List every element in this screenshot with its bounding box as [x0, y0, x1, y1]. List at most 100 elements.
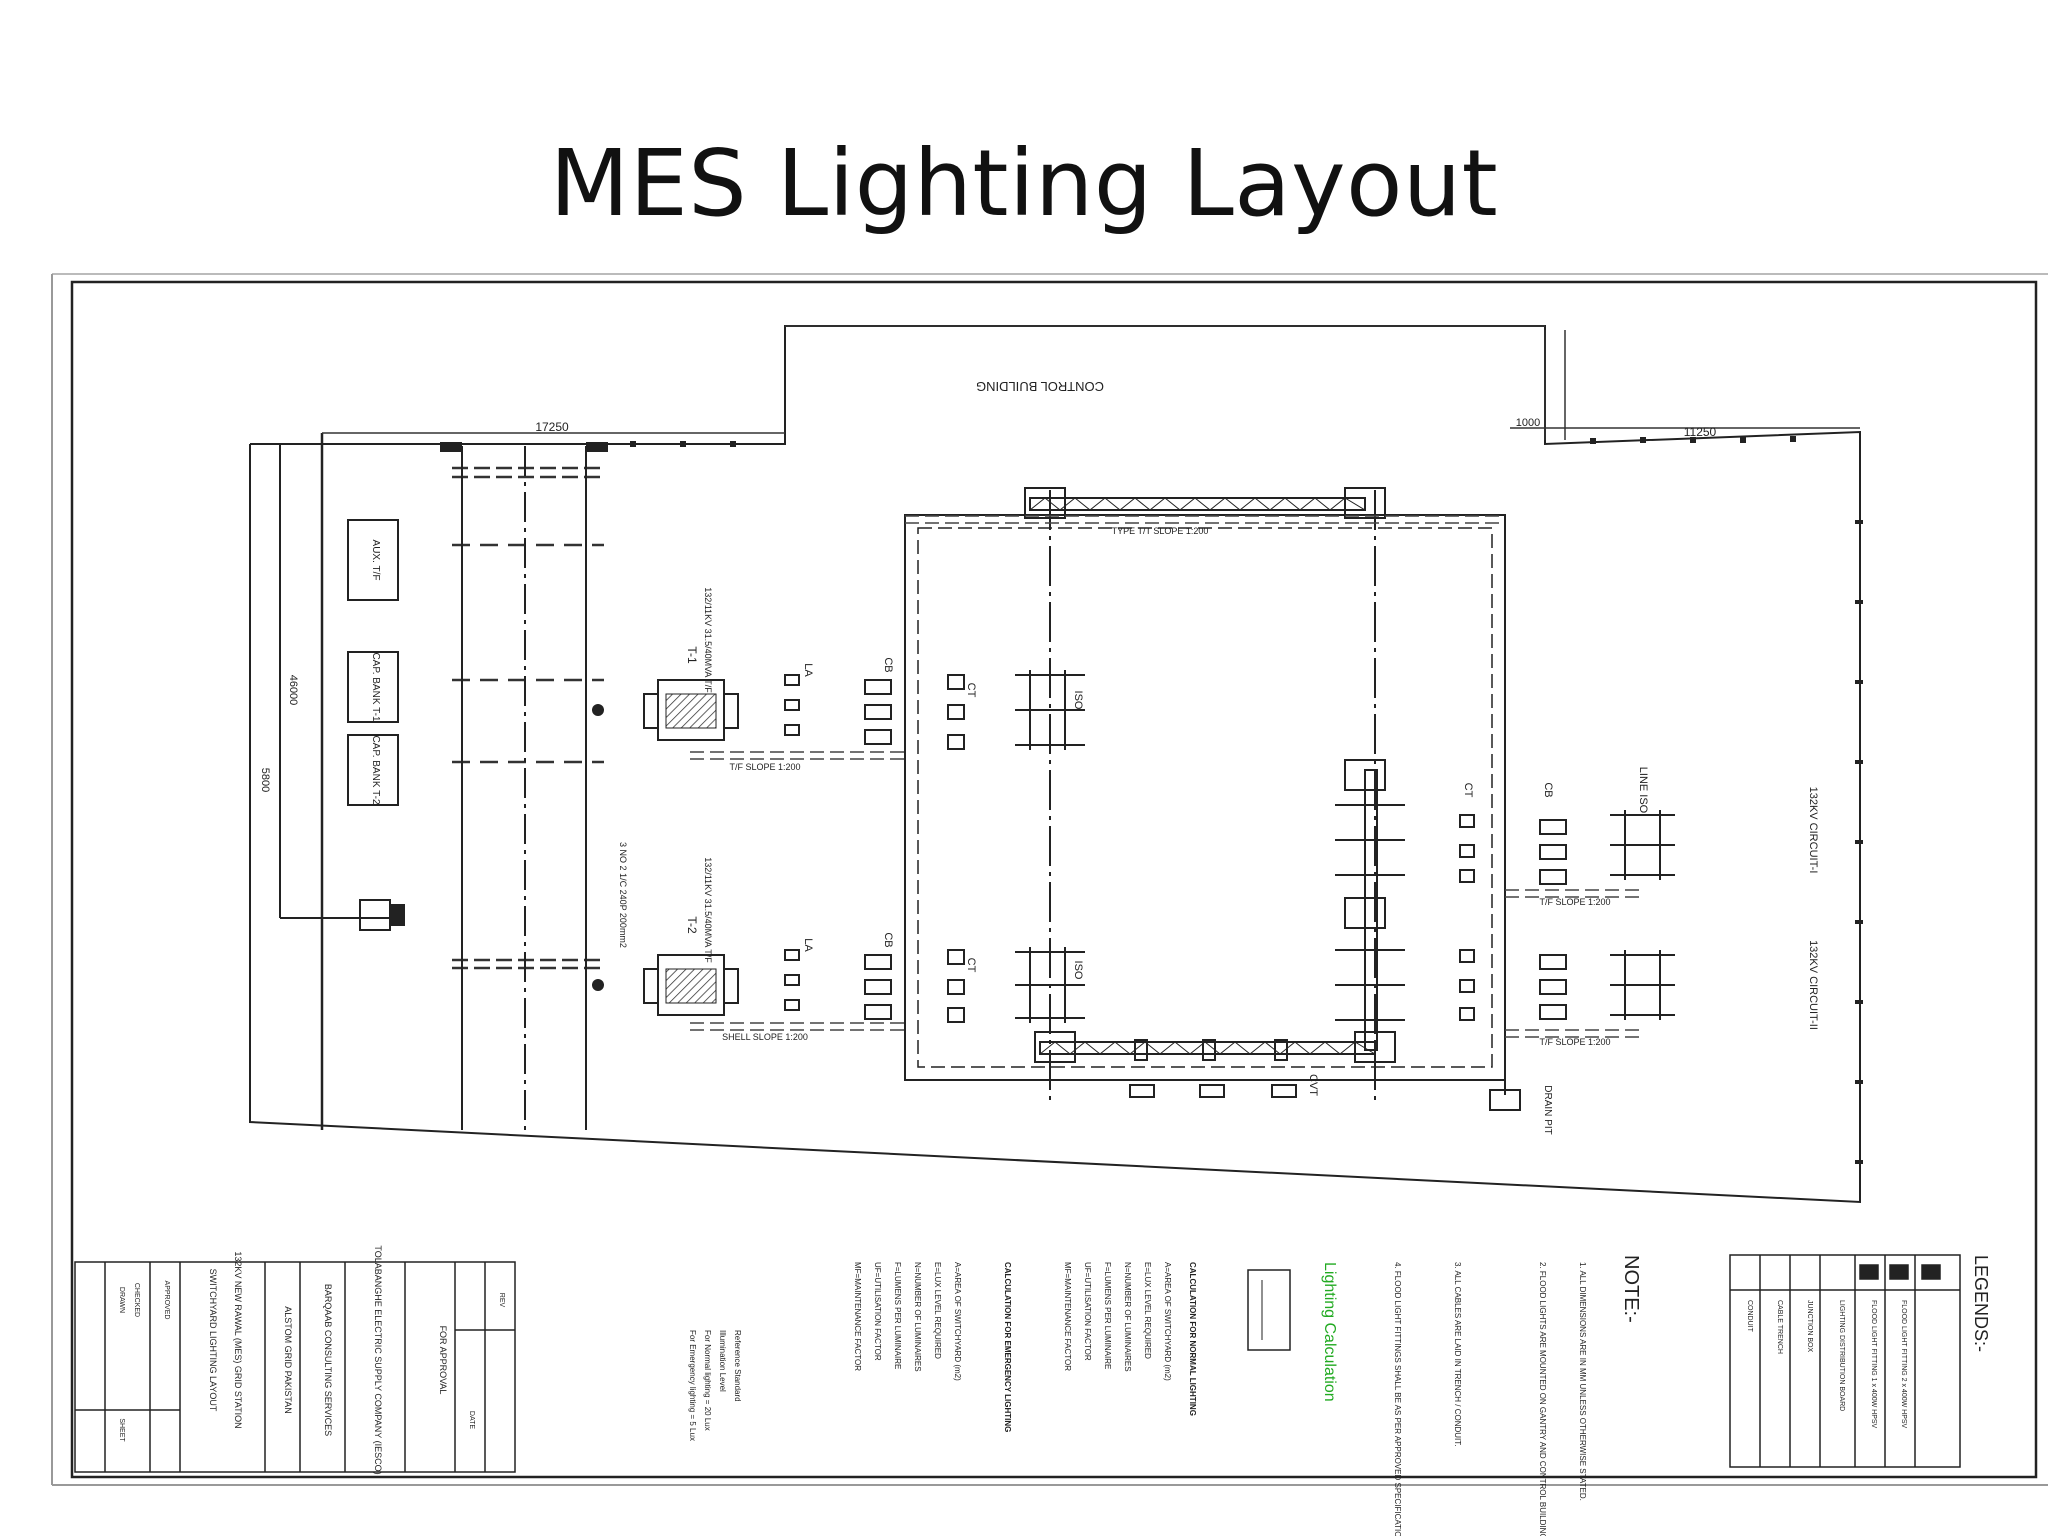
svg-text:For Emergency lighting = 5 Lux: For Emergency lighting = 5 Lux — [688, 1330, 697, 1441]
svg-text:T/F SLOPE 1:200: T/F SLOPE 1:200 — [729, 762, 800, 772]
svg-text:Illumination Level: Illumination Level — [718, 1330, 727, 1392]
svg-text:LEGENDS:-: LEGENDS:- — [1971, 1255, 1991, 1352]
svg-text:AUX. T/F: AUX. T/F — [370, 540, 381, 581]
dim-right-width: 11250 — [1684, 425, 1717, 439]
cap-bank-1: CAP. BANK T-1 — [347, 651, 399, 723]
drawing-frame — [51, 273, 2048, 1486]
svg-text:CB: CB — [1542, 782, 1554, 797]
svg-text:NOTE:-: NOTE:- — [1620, 1255, 1642, 1323]
svg-text:N=NUMBER OF LUMINAIRES: N=NUMBER OF LUMINAIRES — [913, 1262, 922, 1372]
svg-text:132KV NEW RAWAL (MES) GRID STA: 132KV NEW RAWAL (MES) GRID STATION — [233, 1251, 243, 1428]
svg-text:DATE: DATE — [468, 1411, 475, 1429]
svg-text:CAP. BANK T-2: CAP. BANK T-2 — [370, 735, 381, 805]
earthing-box — [280, 899, 405, 931]
svg-text:BARQAAB CONSULTING SERVICES: BARQAAB CONSULTING SERVICES — [323, 1284, 333, 1436]
dimension-texts: 17250 1000 11250 46000 5800 — [259, 417, 1717, 792]
legend-block — [1729, 1254, 1961, 1468]
aux-transformer: AUX. T/F — [347, 519, 399, 601]
notes-block: 4. FLOOD LIGHT FITTINGS SHALL BE AS PER … — [1393, 1255, 1642, 1536]
svg-text:CABLE TRENCH: CABLE TRENCH — [1776, 1300, 1783, 1354]
svg-text:FOR APPROVAL: FOR APPROVAL — [438, 1326, 448, 1395]
svg-text:3. ALL CABLES ARE LAID IN TREN: 3. ALL CABLES ARE LAID IN TRENCH / CONDU… — [1453, 1262, 1462, 1447]
svg-text:CT: CT — [965, 683, 977, 698]
title-block — [74, 1261, 516, 1473]
svg-text:CVT: CVT — [1307, 1074, 1319, 1096]
svg-text:SHEET: SHEET — [118, 1418, 125, 1442]
cable-note: 3 NO 2 1/C 240P 200mm2 — [618, 842, 628, 948]
svg-text:REV: REV — [498, 1293, 505, 1308]
svg-text:E=LUX LEVEL REQUIRED: E=LUX LEVEL REQUIRED — [1143, 1262, 1152, 1359]
svg-text:T-2: T-2 — [685, 916, 699, 934]
svg-text:N=NUMBER OF LUMINAIRES: N=NUMBER OF LUMINAIRES — [1123, 1262, 1132, 1372]
svg-text:ISO: ISO — [1072, 961, 1084, 980]
equipment-labels: LA LA CB CB CT CT ISO ISO CT CB LINE ISO… — [802, 657, 1819, 1134]
equipment-row-2 — [784, 947, 1085, 1023]
fence-posts — [440, 436, 1863, 1164]
svg-text:CHECKED: CHECKED — [133, 1283, 140, 1317]
bottom-gantry — [1034, 1031, 1396, 1063]
title-block-texts: SWITCHYARD LIGHTING LAYOUT 132KV NEW RAW… — [118, 1245, 505, 1474]
gantry-insulators — [1129, 1039, 1297, 1098]
svg-text:APPROVED: APPROVED — [163, 1281, 170, 1320]
svg-text:SWITCHYARD LIGHTING LAYOUT: SWITCHYARD LIGHTING LAYOUT — [208, 1269, 218, 1412]
dim-side: 5800 — [259, 768, 271, 792]
svg-text:CALCULATION FOR NORMAL LIGHTIN: CALCULATION FOR NORMAL LIGHTING — [1188, 1262, 1197, 1416]
top-gantry — [1024, 487, 1386, 519]
svg-text:A=AREA OF SWITCHYARD (m2): A=AREA OF SWITCHYARD (m2) — [1163, 1262, 1172, 1381]
svg-text:LA: LA — [802, 938, 814, 952]
slide-title: MES Lighting Layout — [549, 130, 1499, 237]
neutral-earthing — [592, 704, 604, 991]
svg-text:1. ALL DIMENSIONS ARE IN MM UN: 1. ALL DIMENSIONS ARE IN MM UNLESS OTHER… — [1578, 1262, 1587, 1501]
cable-trenches — [690, 515, 1640, 1038]
slope-labels: TYPE T/T SLOPE 1:200 T/F SLOPE 1:200 SHE… — [722, 526, 1610, 1047]
transformer-t1: T-1 132/11KV 31.5/40MVA T/F — [643, 587, 739, 741]
svg-text:T/F SLOPE 1:200: T/F SLOPE 1:200 — [1539, 897, 1610, 907]
svg-text:FLOOD LIGHT FITTING 1 x 400W H: FLOOD LIGHT FITTING 1 x 400W HPSV — [1870, 1300, 1877, 1429]
switchyard-frame — [904, 490, 1521, 1111]
svg-text:LIGHTING DISTRIBUTION BOARD: LIGHTING DISTRIBUTION BOARD — [1838, 1300, 1845, 1411]
incoming-circuits — [1335, 804, 1675, 1021]
site-boundary — [249, 325, 1861, 1204]
left-bus-strips — [452, 466, 604, 970]
svg-text:CONDUIT: CONDUIT — [1746, 1300, 1753, 1333]
calculation-notes: For Emergency lighting = 5 Lux For Norma… — [688, 1262, 1197, 1441]
svg-text:TOLABANGHE ELECTRIC SUPPLY COM: TOLABANGHE ELECTRIC SUPPLY COMPANY (IESC… — [373, 1245, 383, 1474]
equipment-row-1 — [784, 670, 1085, 750]
lighting-calculation-heading: Lighting Calculation — [1321, 1262, 1338, 1402]
svg-text:CB: CB — [882, 657, 894, 672]
right-gantry — [1344, 759, 1386, 1051]
svg-text:MF=MAINTENANCE FACTOR: MF=MAINTENANCE FACTOR — [1063, 1262, 1072, 1371]
svg-text:FLOOD LIGHT FITTING 2 x 400W H: FLOOD LIGHT FITTING 2 x 400W HPSV — [1900, 1300, 1907, 1429]
svg-text:DRAWN: DRAWN — [118, 1287, 125, 1313]
dim-left-width: 17250 — [535, 420, 569, 434]
cap-bank-2: CAP. BANK T-2 — [347, 734, 399, 806]
svg-text:A=AREA OF SWITCHYARD (m2): A=AREA OF SWITCHYARD (m2) — [953, 1262, 962, 1381]
svg-text:T-1: T-1 — [685, 646, 699, 664]
legend-texts: CONDUIT CABLE TRENCH JUNCTION BOX LIGHTI… — [1746, 1255, 1991, 1429]
svg-text:2. FLOOD LIGHTS ARE MOUNTED ON: 2. FLOOD LIGHTS ARE MOUNTED ON GANTRY AN… — [1538, 1262, 1547, 1536]
svg-text:For Normal lighting = 20 Lux: For Normal lighting = 20 Lux — [703, 1330, 712, 1431]
svg-text:CALCULATION FOR EMERGENCY LIGH: CALCULATION FOR EMERGENCY LIGHTING — [1003, 1262, 1012, 1432]
svg-text:JUNCTION BOX: JUNCTION BOX — [1806, 1300, 1813, 1352]
svg-text:CT: CT — [965, 958, 977, 973]
dim-depth: 46000 — [287, 675, 299, 706]
svg-text:T/F SLOPE 1:200: T/F SLOPE 1:200 — [1539, 1037, 1610, 1047]
dim-gap: 1000 — [1516, 417, 1540, 429]
svg-text:ALSTOM GRID PAKISTAN: ALSTOM GRID PAKISTAN — [283, 1306, 293, 1414]
transformer-t2: T-2 132/11KV 31.5/40MVA T/F — [643, 857, 739, 1016]
dimension-lines — [322, 325, 1860, 440]
svg-text:LA: LA — [802, 663, 814, 677]
svg-text:CB: CB — [882, 932, 894, 947]
svg-text:LINE ISO: LINE ISO — [1637, 767, 1649, 814]
svg-text:F=LUMENS PER LUMINAIRE: F=LUMENS PER LUMINAIRE — [1103, 1262, 1112, 1369]
svg-text:UF=UTILISATION FACTOR: UF=UTILISATION FACTOR — [1083, 1262, 1092, 1361]
svg-text:132KV CIRCUIT-I: 132KV CIRCUIT-I — [1807, 787, 1819, 874]
svg-text:CT: CT — [1462, 783, 1474, 798]
svg-text:UF=UTILISATION FACTOR: UF=UTILISATION FACTOR — [873, 1262, 882, 1361]
svg-text:CAP. BANK T-1: CAP. BANK T-1 — [370, 652, 381, 722]
svg-text:132/11KV 31.5/40MVA T/F: 132/11KV 31.5/40MVA T/F — [703, 857, 713, 963]
svg-text:ISO: ISO — [1072, 691, 1084, 710]
svg-text:132/11KV 31.5/40MVA T/F: 132/11KV 31.5/40MVA T/F — [703, 587, 713, 693]
left-vertical-bus — [461, 446, 587, 1130]
